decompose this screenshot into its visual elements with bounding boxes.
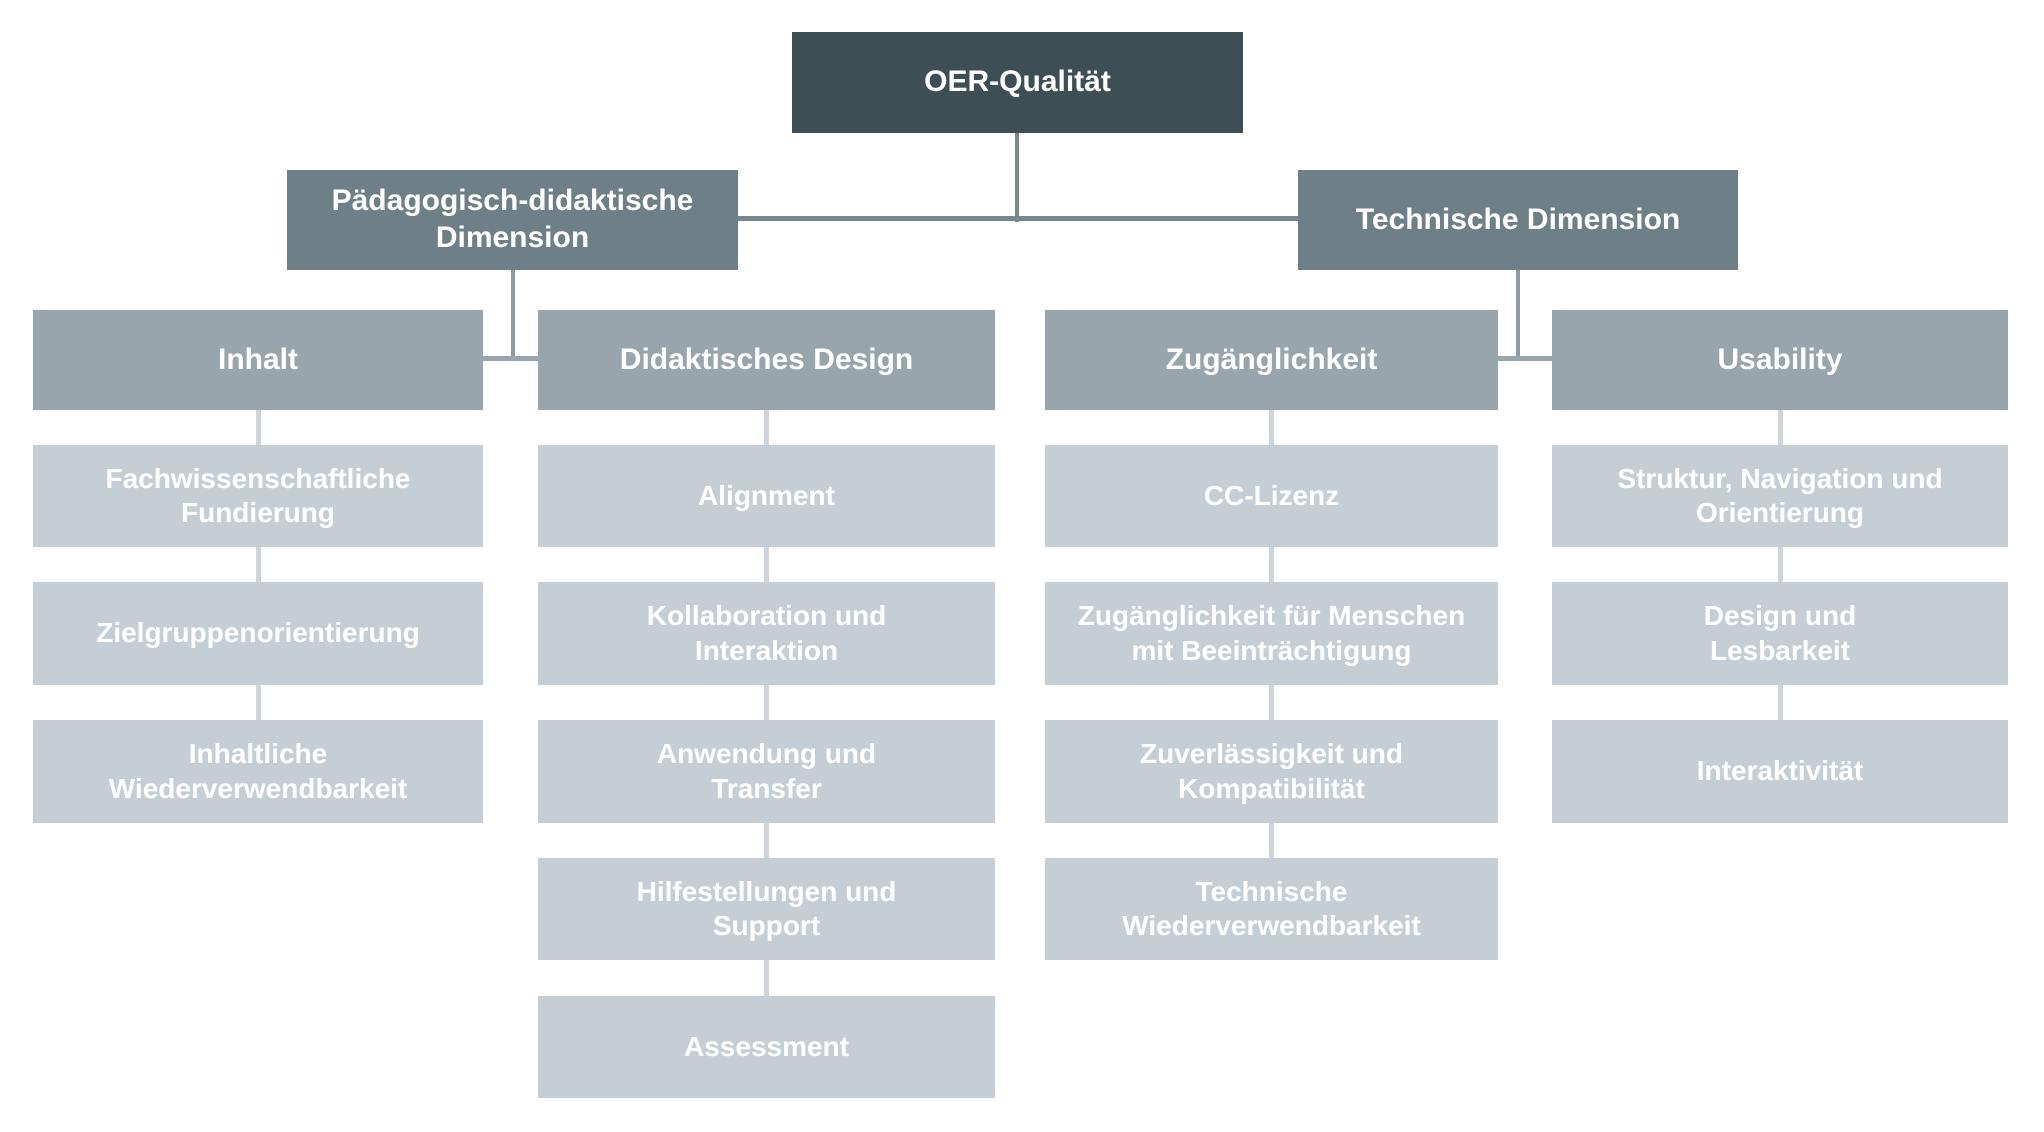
connector-col4-link	[1778, 542, 1783, 587]
connector-col3-link	[1269, 542, 1274, 587]
node-box-struktur-navigation-orientierung: Struktur, Navigation und Orientierung	[1552, 445, 2008, 547]
connector-col1-link	[256, 542, 261, 587]
connector-col2-link	[764, 680, 769, 725]
connector-col4-link	[1778, 405, 1783, 450]
connector-col2-link	[764, 818, 769, 863]
connector-col3-link	[1269, 405, 1274, 450]
dimension-box-technisch: Technische Dimension	[1298, 170, 1738, 270]
connector-col2-link	[764, 955, 769, 1001]
node-box-technische-wiederverwendbarkeit: Technische Wiederverwendbarkeit	[1045, 858, 1498, 960]
node-box-hilfestellungen-und-support: Hilfestellungen und Support	[538, 858, 995, 960]
connector-col1-link	[256, 680, 261, 725]
connector-col3-link	[1269, 680, 1274, 725]
connector-dimensions-horizontal	[738, 216, 1298, 221]
node-box-assessment: Assessment	[538, 996, 995, 1098]
connector-dimension2-vertical	[1516, 268, 1520, 361]
connector-dimension2-stub	[1498, 356, 1552, 361]
node-box-zugaenglichkeit-fuer-menschen: Zugänglichkeit für Menschen mit Beeinträ…	[1045, 582, 1498, 685]
node-box-design-und-lesbarkeit: Design und Lesbarkeit	[1552, 582, 2008, 685]
root-box-oer-qualitaet: OER-Qualität	[792, 32, 1243, 133]
node-box-anwendung-und-transfer: Anwendung und Transfer	[538, 720, 995, 823]
connector-col3-link	[1269, 818, 1274, 863]
node-box-inhaltliche-wiederverwendbarkeit: Inhaltliche Wiederverwendbarkeit	[33, 720, 483, 823]
node-box-alignment: Alignment	[538, 445, 995, 547]
connector-col4-link	[1778, 680, 1783, 725]
node-box-fachwissenschaftliche-fundierung: Fachwissenschaftliche Fundierung	[33, 445, 483, 547]
node-box-cc-lizenz: CC-Lizenz	[1045, 445, 1498, 547]
column-header-didaktisches-design: Didaktisches Design	[538, 310, 995, 410]
node-box-zuverlaessigkeit-und-kompatibilitaet: Zuverlässigkeit und Kompatibilität	[1045, 720, 1498, 823]
column-header-inhalt: Inhalt	[33, 310, 483, 410]
column-header-zugaenglichkeit: Zugänglichkeit	[1045, 310, 1498, 410]
dimension-box-paedagogisch-didaktisch: Pädagogisch-didaktische Dimension	[287, 170, 738, 270]
connector-dimension1-stub	[483, 356, 538, 361]
node-box-interaktivitaet: Interaktivität	[1552, 720, 2008, 823]
column-header-usability: Usability	[1552, 310, 2008, 410]
node-box-zielgruppenorientierung: Zielgruppenorientierung	[33, 582, 483, 685]
connector-col2-link	[764, 542, 769, 587]
node-box-kollaboration-und-interaktion: Kollaboration und Interaktion	[538, 582, 995, 685]
connector-root-vertical	[1015, 133, 1019, 222]
connector-col2-link	[764, 405, 769, 450]
connector-dimension1-vertical	[511, 268, 515, 361]
connector-col1-link	[256, 405, 261, 450]
